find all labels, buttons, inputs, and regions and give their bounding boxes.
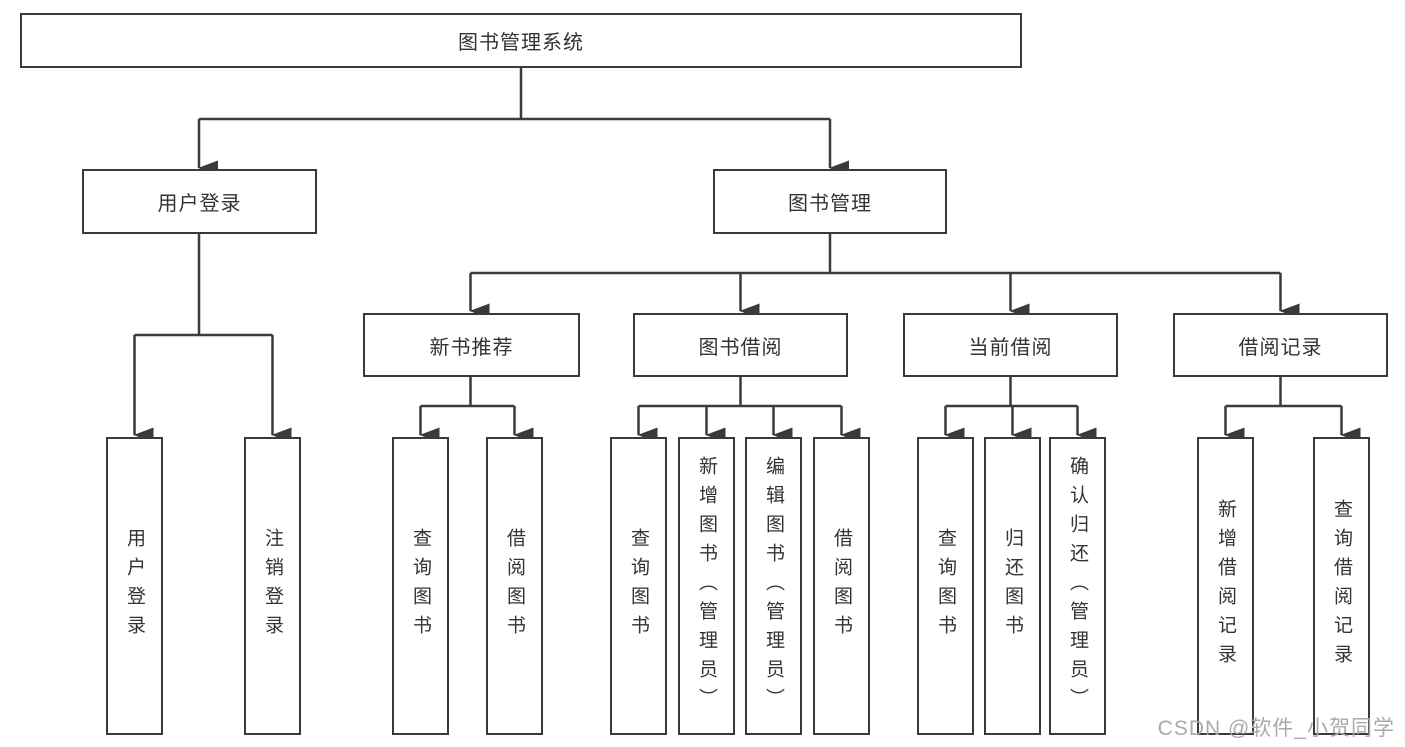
leaf-user-login: 用户登录 <box>106 437 163 735</box>
leaf-edit-books-admin: 编辑图书（管理员） <box>745 437 802 735</box>
leaf-add-books-admin: 新增图书（管理员） <box>678 437 735 735</box>
leaf-borrow-books-recommend: 借阅图书 <box>486 437 543 735</box>
connector-current-trunk <box>945 377 1078 408</box>
connector-bookmgmt-trunk <box>470 233 1281 275</box>
leaf-query-books-current: 查询图书 <box>917 437 974 735</box>
leaf-return-books-label: 归还图书 <box>1002 528 1023 644</box>
node-user-login: 用户登录 <box>82 169 317 234</box>
leaf-edit-books-admin-label: 编辑图书（管理员） <box>763 455 784 717</box>
leaf-borrow-books-borrowing-label: 借阅图书 <box>831 528 852 644</box>
node-borrowing-records: 借阅记录 <box>1173 313 1388 377</box>
leaf-logout: 注销登录 <box>244 437 301 735</box>
leaf-confirm-return-admin-label: 确认归还（管理员） <box>1067 455 1088 717</box>
leaf-add-borrow-record-label: 新增借阅记录 <box>1215 499 1236 673</box>
node-book-management: 图书管理 <box>713 169 947 234</box>
connector-records-trunk <box>1225 377 1342 408</box>
node-book-borrowing: 图书借阅 <box>633 313 848 377</box>
leaf-query-borrow-record: 查询借阅记录 <box>1313 437 1370 735</box>
leaf-query-books-recommend-label: 查询图书 <box>410 528 431 644</box>
leaf-query-books-borrowing-label: 查询图书 <box>628 528 649 644</box>
leaf-return-books: 归还图书 <box>984 437 1041 735</box>
leaf-query-books-borrowing: 查询图书 <box>610 437 667 735</box>
leaf-add-books-admin-label: 新增图书（管理员） <box>696 455 717 717</box>
leaf-borrow-books-recommend-label: 借阅图书 <box>504 528 525 644</box>
leaf-query-books-recommend: 查询图书 <box>392 437 449 735</box>
leaf-query-borrow-record-label: 查询借阅记录 <box>1331 499 1352 673</box>
connector-root-trunk <box>199 68 830 121</box>
node-new-book-recommend: 新书推荐 <box>363 313 580 377</box>
connector-userlogin-trunk <box>134 234 273 337</box>
node-current-borrowing: 当前借阅 <box>903 313 1118 377</box>
node-root: 图书管理系统 <box>20 13 1022 68</box>
leaf-borrow-books-borrowing: 借阅图书 <box>813 437 870 735</box>
connector-recommend-trunk <box>420 377 515 408</box>
leaf-query-books-current-label: 查询图书 <box>935 528 956 644</box>
leaf-user-login-label: 用户登录 <box>124 528 145 644</box>
leaf-confirm-return-admin: 确认归还（管理员） <box>1049 437 1106 735</box>
connector-borrowing-trunk <box>638 377 842 408</box>
leaf-add-borrow-record: 新增借阅记录 <box>1197 437 1254 735</box>
leaf-logout-label: 注销登录 <box>262 528 283 644</box>
